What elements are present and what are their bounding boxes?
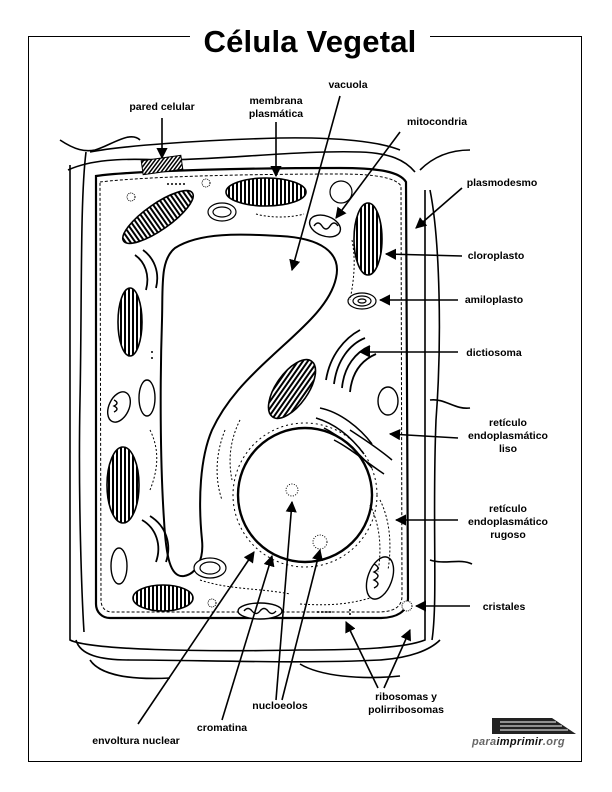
ribosomes <box>151 183 351 615</box>
amyloplasts <box>193 180 377 579</box>
label-nucleoeolos: nucloeolos <box>252 700 308 712</box>
label-rel-1: retículo <box>489 417 527 429</box>
golgi <box>134 249 377 563</box>
mitochondria <box>106 214 399 620</box>
watermark-middle: imprimir <box>496 736 543 748</box>
label-dictiosoma: dictiosoma <box>466 347 522 359</box>
label-rel-3: liso <box>499 443 517 455</box>
label-membrana-2: plasmática <box>249 108 303 120</box>
watermark-logo <box>492 718 576 734</box>
label-amiloplasto: amiloplasto <box>465 294 523 306</box>
leader-arrows <box>137 95 470 725</box>
label-membrana-1: membrana <box>249 95 302 107</box>
label-rer-3: rugoso <box>490 529 526 541</box>
watermark-prefix: para <box>472 736 497 748</box>
label-pared-celular: pared celular <box>129 101 194 113</box>
label-ribosomas-1: ribosomas y <box>375 691 437 703</box>
crystals <box>126 154 413 612</box>
label-rer-2: endoplasmático <box>468 516 548 528</box>
label-rer-1: retículo <box>489 503 527 515</box>
labels: pared celular membrana plasmática vacuol… <box>92 79 548 747</box>
label-plasmodesmo: plasmodesmo <box>467 177 538 189</box>
label-cristales: cristales <box>483 601 526 613</box>
vacuole <box>159 233 338 578</box>
chloroplasts <box>106 177 383 612</box>
label-rel-2: endoplasmático <box>468 430 548 442</box>
label-envoltura-nuclear: envoltura nuclear <box>92 735 180 747</box>
page-title: Célula Vegetal <box>190 22 430 62</box>
watermark-text: paraimprimir.org <box>472 736 565 748</box>
watermark-suffix: .org <box>542 736 565 748</box>
plasma-membrane <box>94 166 410 620</box>
nucleus <box>232 422 378 568</box>
smooth-er <box>315 407 393 475</box>
label-mitocondria: mitocondria <box>407 116 467 128</box>
label-cloroplasto: cloroplasto <box>468 250 525 262</box>
label-vacuola: vacuola <box>328 79 367 91</box>
label-ribosomas-2: polirribosomas <box>368 704 444 716</box>
rough-er <box>149 213 391 606</box>
label-cromatina: cromatina <box>197 722 247 734</box>
